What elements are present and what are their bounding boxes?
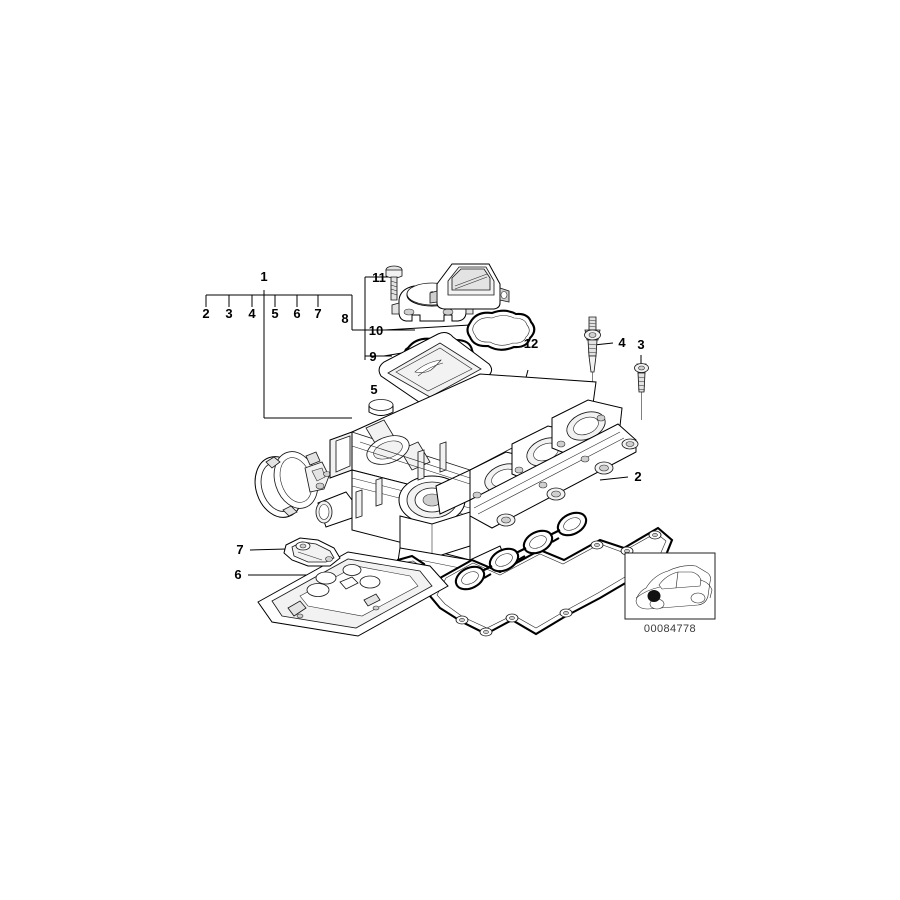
part-cylinder-head-cover-body: [315, 373, 639, 593]
callout-3: 3: [225, 306, 232, 321]
callout-9: 9: [369, 349, 376, 364]
part-stud-bolt-3-right: [634, 363, 649, 420]
callout-2-right: 2: [634, 469, 641, 484]
callout-5-cover: 5: [370, 382, 377, 397]
diagram-id-label: 00084778: [644, 623, 696, 635]
part-cover-plate-6: [257, 551, 449, 637]
callout-7: 7: [314, 306, 321, 321]
part-sealing-plug-5: [368, 399, 394, 416]
callout-6-lower: 6: [234, 567, 241, 582]
part-cover-gasket-2: [428, 511, 674, 637]
callout-12: 12: [524, 336, 538, 351]
part-sensor-module: [429, 263, 510, 310]
callout-7-lower: 7: [236, 542, 243, 557]
callout-labels: 1 2 3 4 5 6 7 8 11 10 9 12 4 3 5 2 7 6: [202, 269, 644, 582]
callout-8: 8: [341, 311, 348, 326]
part-fastener-4-right: [584, 316, 601, 392]
callout-4: 4: [248, 306, 256, 321]
callout-11: 11: [372, 270, 386, 285]
callout-6: 6: [293, 306, 300, 321]
callout-5: 5: [271, 306, 278, 321]
part-gasket-10: [466, 309, 536, 351]
callout-10: 10: [369, 323, 383, 338]
part-throttle-flange: [254, 451, 331, 518]
callout-bracket-group: [205, 290, 353, 419]
callout-1: 1: [260, 269, 267, 284]
callout-2: 2: [202, 306, 209, 321]
part-bolt-11: [385, 265, 403, 301]
car-illustration: [635, 565, 713, 610]
part-bracket-7: [283, 537, 341, 567]
callout-3-right: 3: [637, 337, 644, 352]
vehicle-location-inset: 00084778: [624, 552, 716, 635]
gasket-cylinder-loops: [454, 511, 588, 591]
callout-4-right: 4: [618, 335, 626, 350]
